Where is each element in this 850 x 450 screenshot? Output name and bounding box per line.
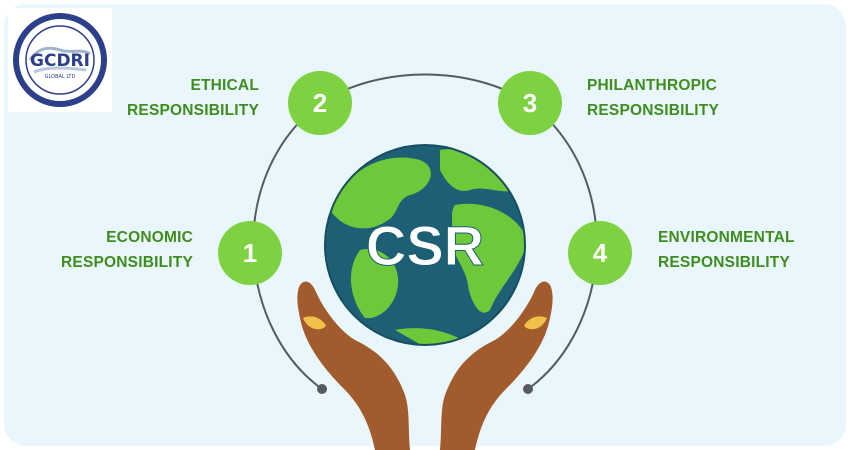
- item-2-number: 2: [312, 87, 328, 118]
- item-3-label: PHILANTHROPIC RESPONSIBILITY: [587, 73, 719, 123]
- item-4-line1: ENVIRONMENTAL: [658, 229, 795, 246]
- logo-subtext: GLOBAL LTD: [45, 74, 76, 80]
- item-2-line1: ETHICAL: [190, 77, 259, 94]
- center-title: CSR: [366, 214, 484, 277]
- item-3-line1: PHILANTHROPIC: [587, 77, 718, 94]
- item-1-line2: RESPONSIBILITY: [61, 254, 193, 271]
- logo-icon: GCDRI GLOBAL LTD: [13, 13, 107, 107]
- item-1-number: 1: [242, 237, 258, 268]
- left-arc-dot: [317, 384, 327, 394]
- item-2-label: ETHICAL RESPONSIBILITY: [127, 73, 259, 123]
- item-4-label: ENVIRONMENTAL RESPONSIBILITY: [658, 225, 795, 275]
- item-4-line2: RESPONSIBILITY: [658, 254, 790, 271]
- item-4-number: 4: [592, 237, 608, 268]
- item-3-badge: 3: [498, 71, 562, 135]
- item-2-line2: RESPONSIBILITY: [127, 102, 259, 119]
- hands-icon: [297, 281, 553, 450]
- item-2-badge: 2: [288, 71, 352, 135]
- logo: GCDRI GLOBAL LTD: [8, 8, 112, 112]
- right-arc-dot: [523, 384, 533, 394]
- item-1-badge: 1: [218, 221, 282, 285]
- item-1-label: ECONOMIC RESPONSIBILITY: [61, 225, 193, 275]
- item-3-line2: RESPONSIBILITY: [587, 102, 719, 119]
- item-1-line1: ECONOMIC: [106, 229, 193, 246]
- logo-wordmark: GCDRI: [30, 51, 90, 71]
- item-4-badge: 4: [568, 221, 632, 285]
- item-3-number: 3: [522, 87, 538, 118]
